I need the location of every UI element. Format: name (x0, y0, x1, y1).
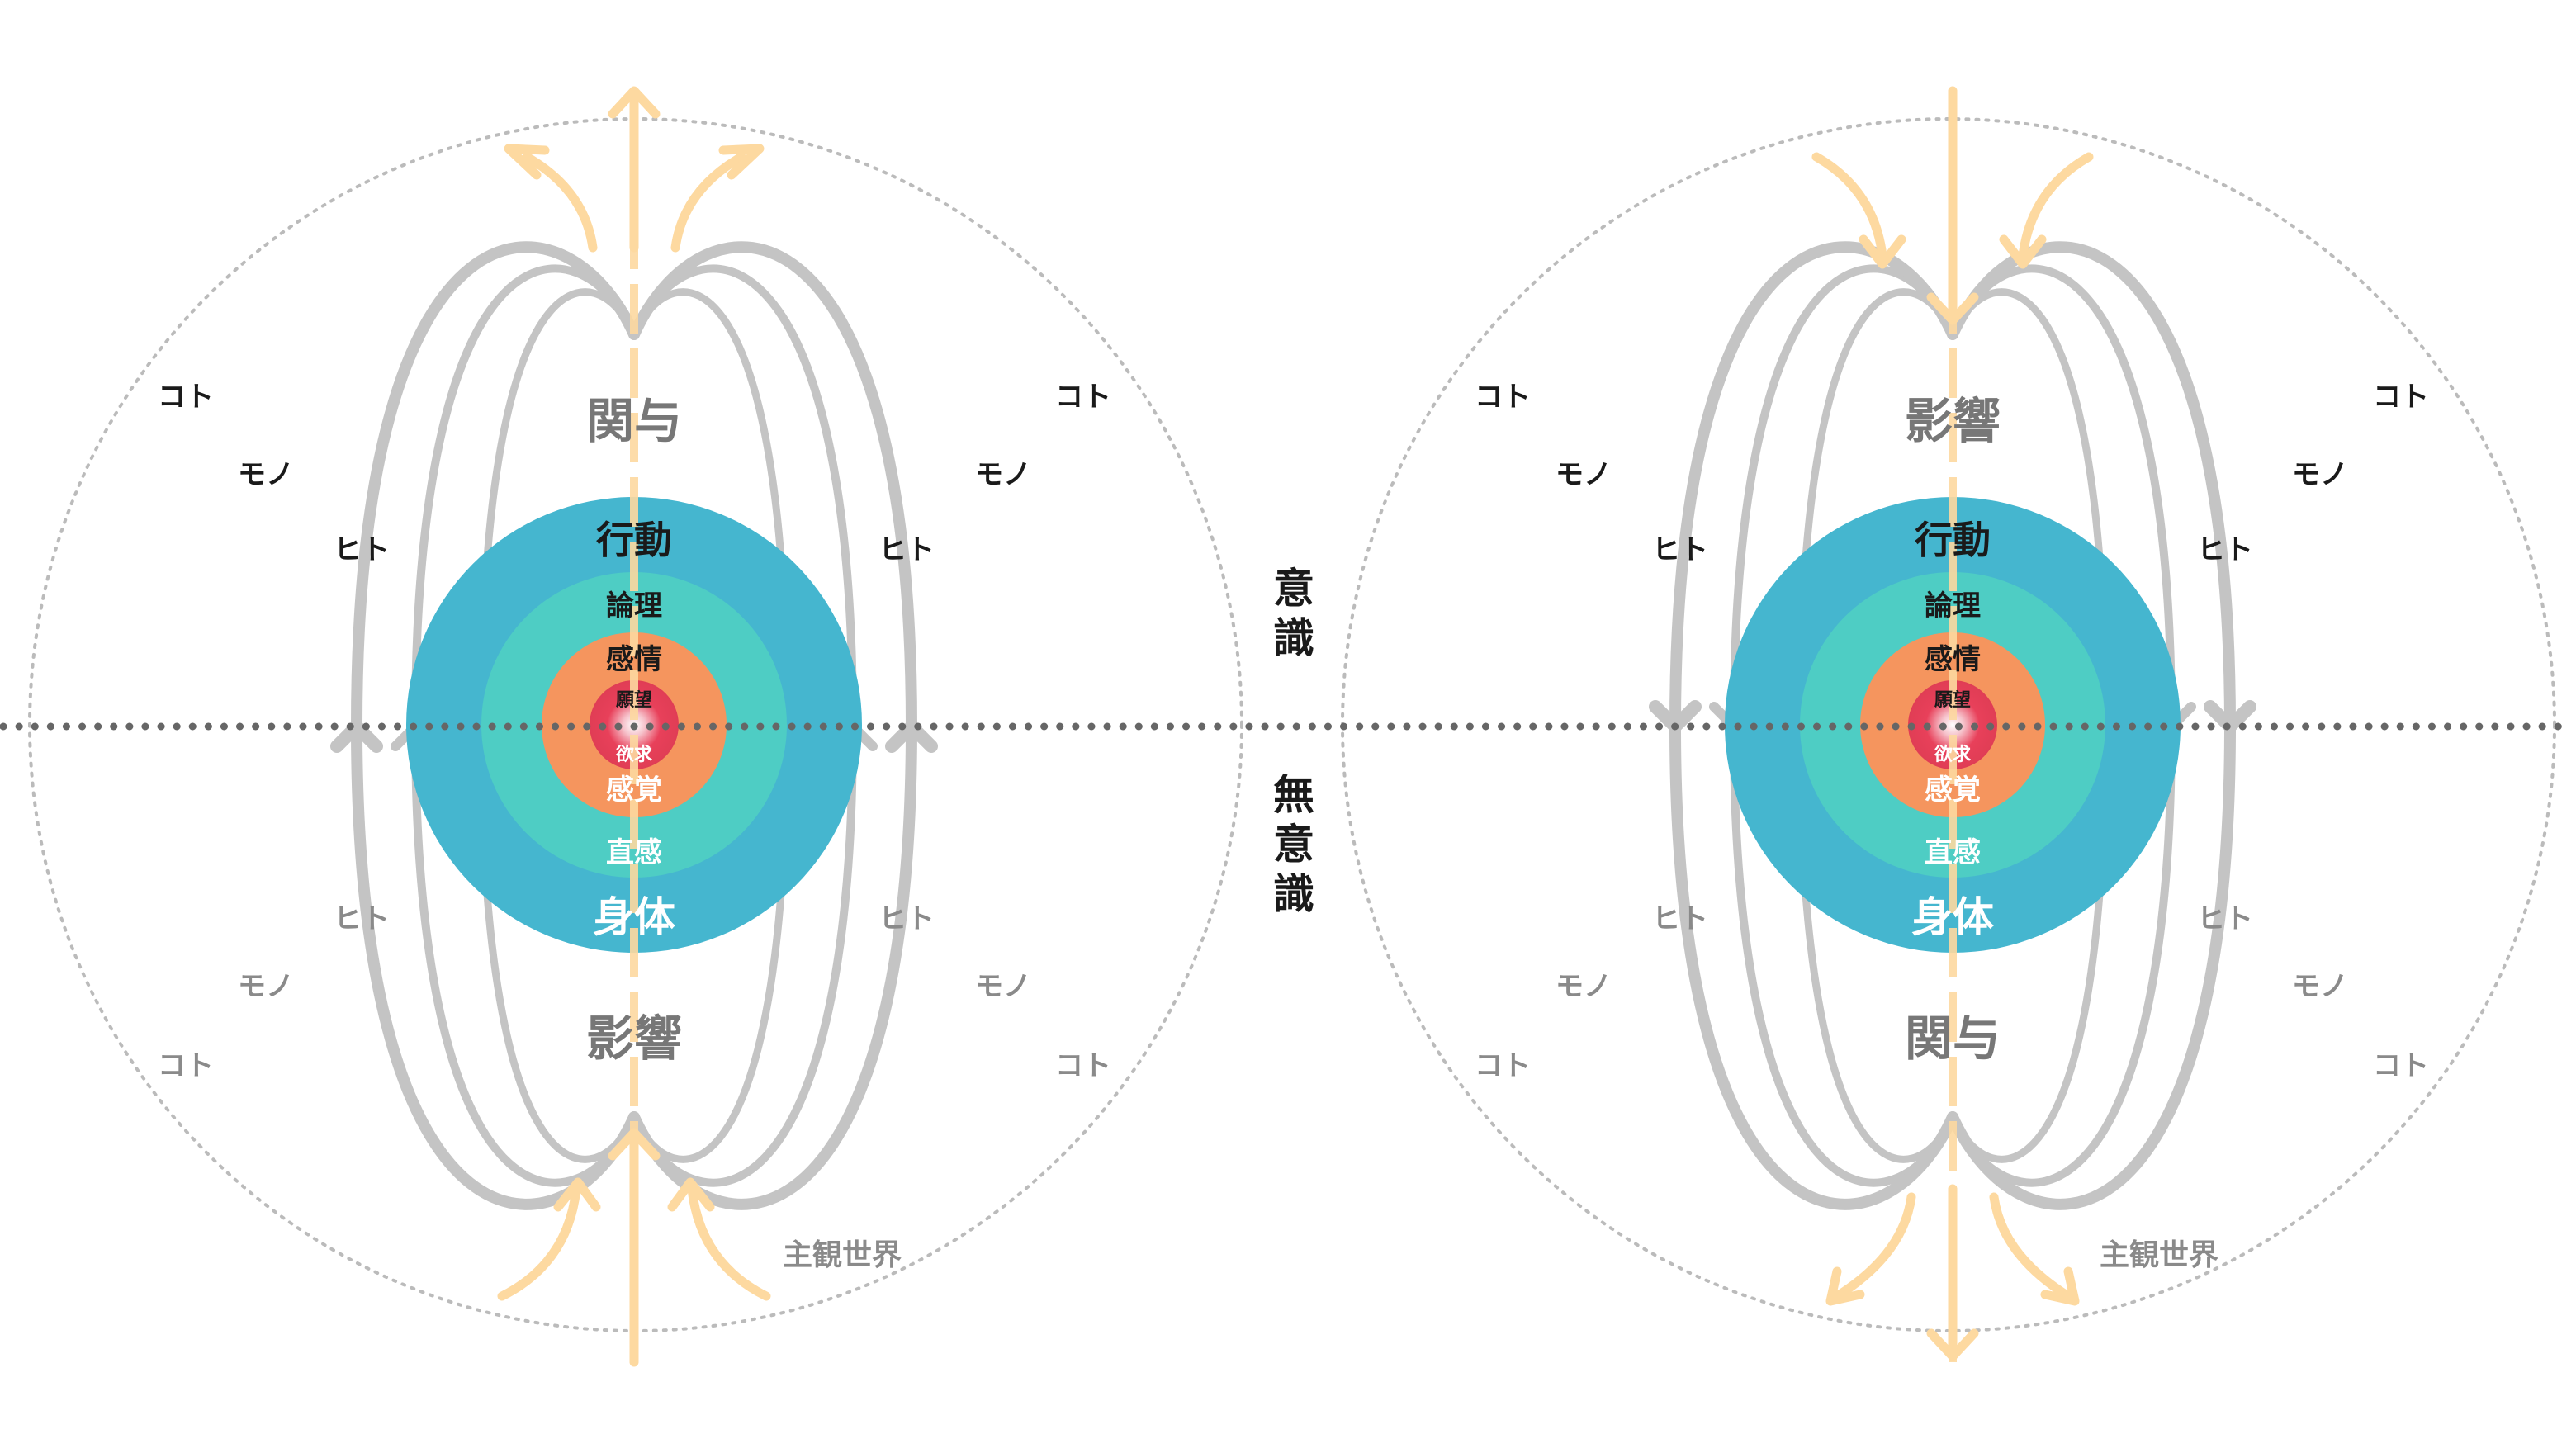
label-mono-upper-right: モノ (975, 458, 1031, 491)
label-koto-upper-right: コト (2373, 381, 2429, 414)
unconscious-char-2: 意 (1273, 821, 1314, 868)
ring-label-kanjou: 感情 (1925, 643, 1981, 676)
flow-arrow-icon (1989, 1192, 2073, 1301)
flow-arrow-icon (553, 1177, 601, 1212)
flow-arrow-icon (670, 152, 746, 253)
label-hito-lower-right: ヒト (878, 902, 935, 935)
label-koto-upper-left: コト (158, 381, 214, 414)
ring-label-ganbou: 願望 (1934, 690, 1971, 711)
arrow-head-icon (885, 720, 938, 753)
ring-label-kanjou: 感情 (606, 643, 662, 676)
bottom-word: 関与 (1905, 1010, 2001, 1067)
label-mono-upper-left: モノ (238, 458, 294, 491)
field-labels-upper: コト モノ ヒト コト モノ ヒト (1475, 381, 2429, 566)
arrow-head-icon (330, 720, 383, 753)
field-labels-lower: ヒト モノ コト ヒト モノ コト (1475, 902, 2429, 1082)
conscious-char-1: 意 (1273, 565, 1314, 613)
ring-labels: 行動 論理 感情 願望 欲求 感覚 直感 身体 (593, 518, 675, 941)
ring-label-ganbou: 願望 (616, 690, 652, 711)
ring-labels: 行動 論理 感情 願望 欲求 感覚 直感 身体 (1911, 518, 1994, 941)
label-koto-lower-right: コト (2373, 1049, 2429, 1082)
label-hito-lower-left: ヒト (1652, 902, 1708, 935)
flow-arrow-icon (522, 152, 598, 253)
caption-subjective-world: 主観世界 (2100, 1238, 2218, 1272)
ring-label-ronri: 論理 (606, 589, 662, 622)
ring-label-kankaku: 感覚 (1925, 774, 1981, 807)
label-hito-upper-left: ヒト (334, 533, 390, 566)
ring-label-chokkan: 直感 (1925, 836, 1981, 869)
ring-label-shintai: 身体 (593, 893, 675, 941)
label-mono-lower-right: モノ (2292, 970, 2348, 1003)
flow-arrow-icon (667, 1177, 715, 1212)
flow-arrow-icon (687, 1184, 771, 1301)
flow-arrow-icon (1999, 234, 2047, 269)
flow-arrow-icon (718, 144, 765, 180)
label-mono-upper-left: モノ (1556, 458, 1612, 491)
ring-label-ronri: 論理 (1925, 589, 1981, 622)
ring-label-koudou: 行動 (596, 518, 672, 562)
label-mono-lower-right: モノ (975, 970, 1031, 1003)
flow-arrow-icon (2040, 1266, 2080, 1306)
label-mono-lower-left: モノ (238, 970, 294, 1003)
axis-words: 影響 関与 (1905, 393, 2001, 1067)
label-hito-upper-right: ヒト (878, 533, 935, 566)
axis-words: 関与 影響 (586, 393, 682, 1067)
label-koto-upper-right: コト (1055, 381, 1111, 414)
ring-label-yokkyuu: 欲求 (615, 744, 652, 765)
field-labels-lower: ヒト モノ コト ヒト モノ コト (158, 902, 1111, 1082)
flow-arrow-icon (504, 144, 550, 180)
caption-subjective-world: 主観世界 (783, 1238, 902, 1272)
label-koto-lower-left: コト (158, 1049, 214, 1082)
bottom-word: 影響 (586, 1010, 682, 1067)
unconscious-char-1: 無 (1273, 771, 1314, 819)
label-hito-upper-left: ヒト (1652, 533, 1708, 566)
flow-arrow-icon (1811, 152, 1887, 261)
right-diagram: 行動 論理 感情 願望 欲求 感覚 直感 身体 影響 関与 コト モノ ヒト コ… (1341, 86, 2556, 1362)
label-hito-lower-left: ヒト (334, 902, 390, 935)
label-koto-lower-left: コト (1475, 1049, 1531, 1082)
field-labels-upper: コト モノ ヒト コト モノ ヒト (158, 381, 1111, 566)
ring-label-kankaku: 感覚 (606, 774, 662, 807)
label-hito-lower-right: ヒト (2197, 902, 2253, 935)
ring-label-koudou: 行動 (1915, 518, 1991, 562)
ring-label-shintai: 身体 (1911, 893, 1994, 941)
ring-label-yokkyuu: 欲求 (1934, 744, 1971, 765)
label-koto-lower-right: コト (1055, 1049, 1111, 1082)
flow-arrow-icon (1859, 234, 1906, 269)
label-mono-lower-left: モノ (1556, 970, 1612, 1003)
flow-arrow-icon (2018, 152, 2094, 261)
top-word: 影響 (1905, 393, 2001, 449)
top-word: 関与 (586, 393, 682, 449)
ring-label-chokkan: 直感 (606, 836, 662, 869)
flow-arrow-icon (1825, 1266, 1865, 1306)
ring-core (1908, 680, 1997, 769)
center-labels: 意 識 無 意 識 (1273, 565, 1314, 918)
flow-arrow-icon (497, 1184, 581, 1301)
core-rings (1725, 497, 2181, 953)
conscious-char-2: 識 (1273, 614, 1314, 662)
label-hito-upper-right: ヒト (2197, 533, 2253, 566)
label-koto-upper-left: コト (1475, 381, 1531, 414)
flow-arrow-icon (1832, 1192, 1916, 1301)
unconscious-char-3: 識 (1273, 870, 1314, 918)
label-mono-upper-right: モノ (2292, 458, 2348, 491)
